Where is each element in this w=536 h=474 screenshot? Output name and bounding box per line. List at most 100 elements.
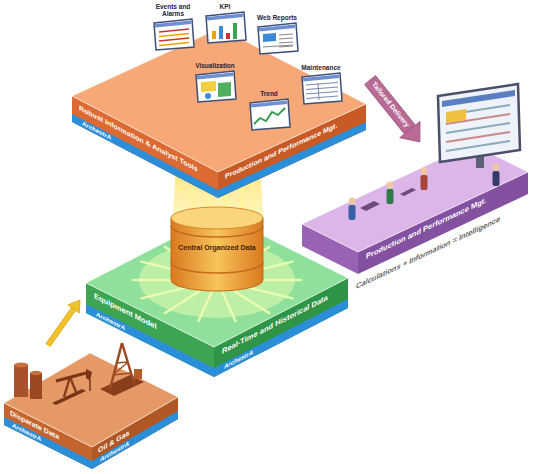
- platform-top: [4, 353, 178, 447]
- desk: [400, 188, 416, 196]
- glow-ray: [217, 238, 236, 280]
- desk: [360, 201, 380, 211]
- tank: [30, 373, 42, 399]
- arrow-head: [68, 300, 80, 313]
- screen-bar: [207, 14, 243, 21]
- report-line: [279, 38, 293, 39]
- screen-frame: [258, 23, 298, 54]
- table-line: [318, 83, 319, 100]
- arrow-label: Tailored Delivery: [369, 80, 410, 129]
- arrow-body: [46, 308, 76, 347]
- platform: Disparate DataArchestrAOil & GasArchestr…: [2, 345, 184, 471]
- rig-leg: [110, 343, 122, 389]
- screen-icon: [252, 23, 302, 55]
- report-line: [279, 42, 293, 43]
- alarm-row: [159, 38, 189, 41]
- report-line: [263, 45, 293, 47]
- kpi-bar: [219, 26, 223, 39]
- glow-ray: [140, 280, 217, 299]
- flow-arrow: [46, 300, 80, 346]
- person-body: [421, 175, 428, 190]
- screen-bar: [251, 101, 287, 108]
- table-line: [306, 96, 338, 99]
- alarm-row: [159, 29, 189, 32]
- tool-screen: KPI: [200, 3, 250, 44]
- screen-label: Visualization: [190, 62, 240, 69]
- view-shape: [205, 93, 211, 99]
- screen-frame: [206, 12, 246, 43]
- glow-ray: [164, 280, 217, 314]
- screen-label: KPI: [200, 3, 250, 10]
- person-head: [493, 164, 500, 171]
- glow-ray: [198, 238, 217, 280]
- screen-label: Events and Alarms: [148, 3, 198, 17]
- platform-slab: [2, 345, 184, 471]
- glow-ray: [217, 261, 294, 280]
- person-head: [387, 182, 394, 189]
- monitor-bar: [442, 90, 515, 107]
- tool-screen: Trend: [244, 90, 294, 131]
- view-shape: [218, 82, 231, 97]
- screen-bar: [303, 75, 339, 82]
- glow-ray: [198, 280, 217, 322]
- trend-line: [254, 108, 285, 124]
- platform-top: [86, 214, 348, 347]
- screen-icon: [190, 71, 240, 103]
- arrow-body: [365, 76, 416, 134]
- cylinder-band: [171, 262, 263, 273]
- screen-icon: [200, 12, 250, 44]
- tool-screen: Events and Alarms: [148, 3, 198, 51]
- tool-screen: Web Reports: [252, 14, 302, 55]
- glow-ray: [217, 279, 302, 282]
- alarm-row: [159, 43, 189, 46]
- person-body: [349, 205, 356, 220]
- monitor-row: [446, 141, 510, 151]
- screen-bar: [155, 21, 191, 28]
- cylinder-top: [171, 207, 263, 229]
- rig-brace: [113, 362, 128, 375]
- glow-ray: [140, 261, 217, 280]
- view-shape: [201, 81, 216, 92]
- table-line: [306, 83, 338, 86]
- screen-bar: [259, 25, 295, 32]
- tool-screen: Visualization: [190, 62, 240, 103]
- tank-top: [14, 363, 28, 368]
- pump-rod: [89, 380, 91, 391]
- screen-frame: [154, 19, 194, 50]
- screen-icon: [148, 19, 198, 51]
- rig-house: [134, 369, 142, 379]
- big-monitor: [438, 84, 520, 162]
- screen-label: Trend: [244, 90, 294, 97]
- screen-bar: [197, 73, 233, 80]
- platform-top: [72, 28, 366, 172]
- monitor-row: [446, 123, 510, 133]
- report-line: [279, 34, 293, 35]
- glow-ray: [217, 246, 270, 280]
- screen-frame: [302, 73, 342, 104]
- table-line: [306, 87, 338, 90]
- platform: Robust Information & Analyst ToolsArches…: [70, 0, 370, 200]
- tool-screen: Maintenance: [296, 64, 346, 105]
- glow-ray: [217, 280, 236, 322]
- person-body: [387, 189, 394, 204]
- screen-icon: [244, 99, 294, 131]
- glow-ray: [217, 280, 294, 299]
- person-head: [349, 198, 356, 205]
- tank-top: [30, 371, 42, 375]
- monitor-block: [446, 109, 466, 123]
- kpi-bar: [226, 33, 230, 39]
- tank: [14, 365, 28, 397]
- screen-frame: [250, 99, 290, 130]
- data-cylinder: Central Organized Data: [169, 206, 265, 294]
- pump-frame: [70, 377, 76, 392]
- cylinder-label: Central Organized Data: [178, 244, 255, 251]
- glow-ray: [164, 246, 217, 280]
- pump-base: [52, 389, 86, 405]
- glow-ray: [132, 279, 217, 282]
- kpi-bar: [233, 23, 237, 39]
- alarm-row: [159, 34, 189, 37]
- screen-label: Maintenance: [296, 64, 346, 71]
- table-line: [306, 92, 338, 95]
- person-body: [493, 171, 500, 186]
